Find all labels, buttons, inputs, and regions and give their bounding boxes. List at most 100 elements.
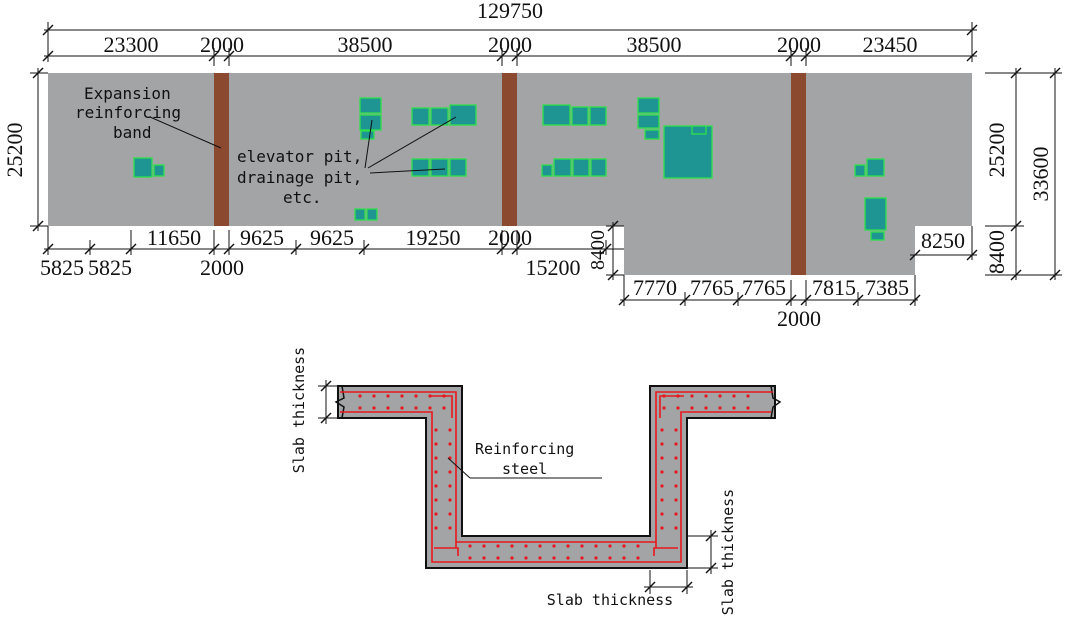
reinforcing-label-line1: Reinforcing (475, 440, 574, 458)
dim-tick (909, 294, 921, 306)
pit (590, 158, 607, 177)
dim-tick (909, 249, 921, 261)
dim-tick (800, 294, 812, 306)
break-mark-left (334, 385, 345, 419)
dim-tick (1010, 269, 1022, 281)
dim-tick (84, 243, 96, 255)
pit (430, 107, 449, 126)
rebar-dot (510, 544, 514, 548)
band-label-line1: Expansion (84, 84, 171, 103)
pit-leader-line (369, 168, 446, 174)
rebar-dot (660, 512, 664, 516)
pit-group (133, 97, 887, 241)
band-leader-line (149, 116, 222, 149)
dim-tick (223, 50, 235, 62)
rebar-dot (594, 556, 598, 560)
dim-tick (1049, 269, 1061, 281)
rebar-dot (660, 498, 664, 502)
rebar-dot (434, 512, 438, 516)
pit-label-line1: elevator pit, (237, 147, 362, 166)
reinforcing-steel (340, 391, 773, 563)
rebar-dot (524, 544, 528, 548)
rebar-dot (704, 406, 708, 410)
dim-bottom-11650: 11650 (147, 225, 201, 250)
dim-bottom-2000a: 2000 (200, 255, 244, 280)
rebar-dot (674, 484, 678, 488)
dimension-lines (30, 22, 1062, 306)
rebar-dot (674, 470, 678, 474)
pit (644, 129, 660, 140)
dim-tick (358, 243, 370, 255)
rebar-dot (662, 394, 666, 398)
dim-right-4: 7815 (812, 275, 856, 300)
pit (870, 231, 885, 241)
rebar-dot (690, 406, 694, 410)
pit (542, 104, 571, 126)
rebar-dot (428, 394, 432, 398)
dim-tick (966, 249, 978, 261)
pit (553, 158, 572, 177)
rebar-dot (552, 544, 556, 548)
expansion-band-3 (791, 73, 806, 275)
pit (589, 106, 607, 126)
dim-tick (1049, 67, 1061, 79)
pit (541, 164, 553, 177)
rebar-dot (358, 406, 362, 410)
rebar-dot (746, 406, 750, 410)
dim-step-left: 8400 (587, 230, 609, 270)
rebar-dot (674, 498, 678, 502)
pit (854, 164, 866, 177)
pit-leader-line (364, 119, 373, 169)
break-mark-right (770, 385, 782, 419)
slab-thickness-right-label: Slab thickness (719, 489, 737, 615)
slab-thickness-left-label: Slab thickness (290, 347, 308, 473)
dim-right-2: 7765 (690, 275, 734, 300)
dim-tick (679, 294, 691, 306)
pit (430, 158, 449, 177)
rebar-dot (580, 556, 584, 560)
rebar-dot (580, 544, 584, 548)
rebar-dot (608, 544, 612, 548)
rebar-dot (448, 442, 452, 446)
rebar-dot (732, 394, 736, 398)
rebar-dot (510, 556, 514, 560)
pit (571, 106, 589, 126)
dim-tick (32, 220, 44, 232)
rebar-dot (660, 428, 664, 432)
dim-top-2: 2000 (200, 32, 244, 57)
dim-left-width: 25200 (2, 123, 27, 178)
dim-right-band: 2000 (777, 306, 821, 331)
dim-tick (785, 294, 797, 306)
dim-tick (618, 294, 630, 306)
dim-tick (966, 50, 978, 62)
rebar-dot (608, 556, 612, 560)
dim-tick (496, 50, 508, 62)
rebar-dot (622, 544, 626, 548)
dim-bottom-5825a: 5825 (40, 255, 84, 280)
dim-tick (32, 67, 44, 79)
rebar-dot (468, 556, 472, 560)
dim-tick (42, 24, 54, 36)
slab-thickness-bottom-label: Slab thickness (547, 591, 673, 609)
dim-tick (496, 243, 508, 255)
rebar-dot (448, 526, 452, 530)
pit-label-line2: drainage pit, (237, 168, 362, 187)
rebar-dot (676, 406, 680, 410)
pit (133, 157, 153, 178)
rebar-dot (566, 556, 570, 560)
dim-right-step-h: 8400 (984, 230, 1009, 274)
plan-view: Expansion reinforcing band elevator pit,… (2, 0, 1062, 593)
dim-top-7: 23450 (863, 32, 918, 57)
dim-right-5: 7385 (865, 275, 909, 300)
pit-leader-line (367, 116, 457, 169)
rebar-dot (434, 428, 438, 432)
reinforcing-label-line2: steel (502, 460, 547, 478)
rebar-dot (358, 394, 362, 398)
dim-top-1: 23300 (104, 32, 159, 57)
rebar-dot (552, 556, 556, 560)
dim-tick (607, 220, 619, 232)
rebar-dot (372, 406, 376, 410)
rebar-dot (372, 394, 376, 398)
